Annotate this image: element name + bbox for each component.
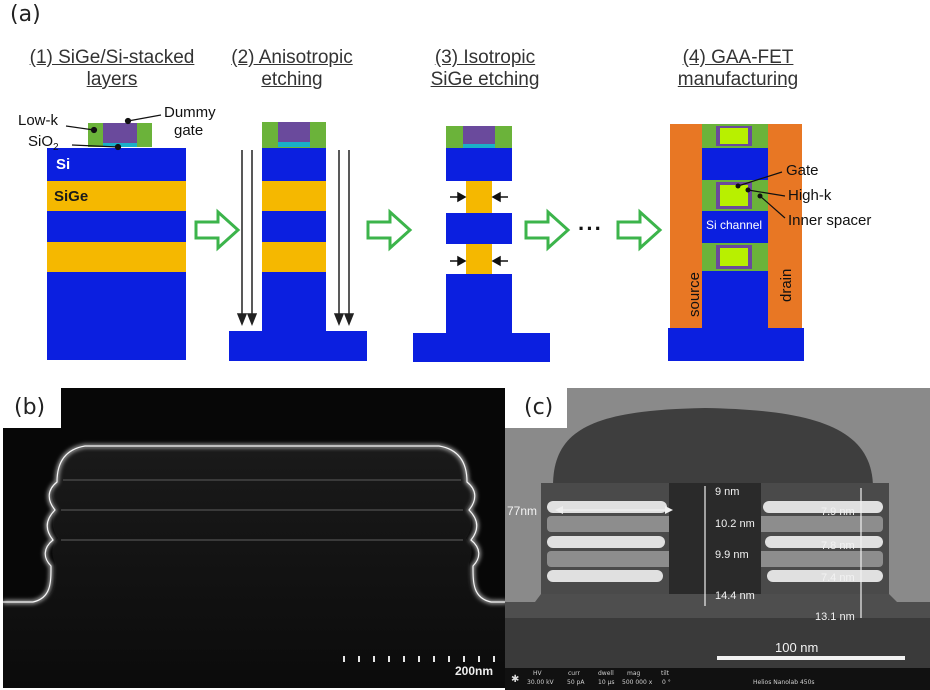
- tilt-header: tilt: [661, 670, 670, 677]
- panel-a-label: (a): [10, 2, 41, 27]
- gate-label: Gate: [786, 162, 819, 179]
- sio2-label: SiO2: [28, 133, 59, 153]
- measure-center-3: 9.9 nm: [715, 549, 749, 561]
- hv-value: 30.00 kV: [527, 679, 554, 686]
- sige-label: SiGe: [54, 188, 89, 205]
- measure-right-3: 7.4 nm: [821, 572, 855, 584]
- step-3-title: (3) Isotropic SiGe etching: [400, 47, 570, 91]
- measure-center-4: 14.4 nm: [715, 590, 755, 602]
- panel-a-diagram: [47, 114, 804, 362]
- panel-c-label: (c): [524, 395, 554, 420]
- ellipsis-label: ···: [578, 216, 603, 241]
- process-arrow-4: [616, 208, 663, 252]
- panel-b-sem-image: 200nm: [3, 388, 507, 688]
- panel-b-label: (b): [14, 395, 46, 420]
- low-k-label: Low-k: [18, 112, 59, 129]
- inner-spacer-label: Inner spacer: [788, 212, 872, 229]
- instrument-name: Helios Nanolab 450s: [753, 679, 815, 686]
- step-2-line2: etching: [261, 69, 323, 90]
- measure-center-1: 9 nm: [715, 486, 740, 498]
- panel-c-tem-image: 77nm 9 nm 10.2 nm 9.9 nm 14.4 nm 7.9 nm …: [505, 388, 930, 690]
- step-4-line1: (4) GAA-FET: [682, 47, 794, 68]
- step-4-title: (4) GAA-FET manufacturing: [648, 47, 828, 91]
- structure-2-anisotropic-etching: [229, 122, 367, 361]
- gate-word-label: gate: [174, 122, 204, 139]
- sem-info-bar: ✱ HV 30.00 kV curr 50 pA dwell 10 µs mag…: [505, 668, 930, 690]
- mag-header: mag: [627, 670, 641, 677]
- si-channel-label: Si channel: [706, 218, 763, 232]
- tilt-value: 0 °: [662, 679, 671, 686]
- dwell-value: 10 µs: [598, 679, 615, 686]
- high-k-label: High-k: [788, 187, 832, 204]
- measure-right-4: 13.1 nm: [815, 611, 855, 623]
- step-4-line2: manufacturing: [677, 69, 799, 90]
- measure-center-2: 10.2 nm: [715, 518, 755, 530]
- instrument-logo-icon: ✱: [511, 674, 520, 685]
- dummy-label: Dummy: [164, 104, 216, 121]
- step-2-line1: (2) Anisotropic: [231, 47, 353, 68]
- panel-c-scale-label: 100 nm: [775, 640, 819, 655]
- structure-3-isotropic-etching: [413, 126, 550, 362]
- step-1-line2: layers: [86, 69, 138, 90]
- si-label: Si: [56, 156, 71, 173]
- step-3-line1: (3) Isotropic: [434, 47, 536, 68]
- step-2-title: (2) Anisotropic etching: [212, 47, 372, 91]
- hv-header: HV: [533, 670, 542, 677]
- structure-1-stacked-layers: [47, 123, 186, 360]
- step-3-line2: SiGe etching: [430, 69, 540, 90]
- process-arrow-2: [366, 208, 413, 252]
- panel-c-label-box: [505, 388, 567, 428]
- width-measure-label: 77nm: [507, 504, 538, 518]
- structure-4-gaa-fet: [668, 124, 804, 361]
- curr-value: 50 pA: [567, 679, 585, 686]
- mag-value: 500 000 x: [622, 679, 653, 686]
- panel-b-scale-label: 200nm: [455, 664, 494, 678]
- dwell-header: dwell: [598, 670, 614, 677]
- panel-b-label-box: [3, 388, 61, 428]
- measure-right-2: 7.8 nm: [821, 540, 855, 552]
- process-arrow-3: [524, 208, 571, 252]
- measure-right-1: 7.9 nm: [821, 506, 855, 518]
- step-1-line1: (1) SiGe/Si-stacked: [29, 47, 195, 68]
- step-1-title: (1) SiGe/Si-stacked layers: [2, 47, 222, 91]
- curr-header: curr: [568, 670, 580, 677]
- process-arrow-1: [194, 208, 241, 252]
